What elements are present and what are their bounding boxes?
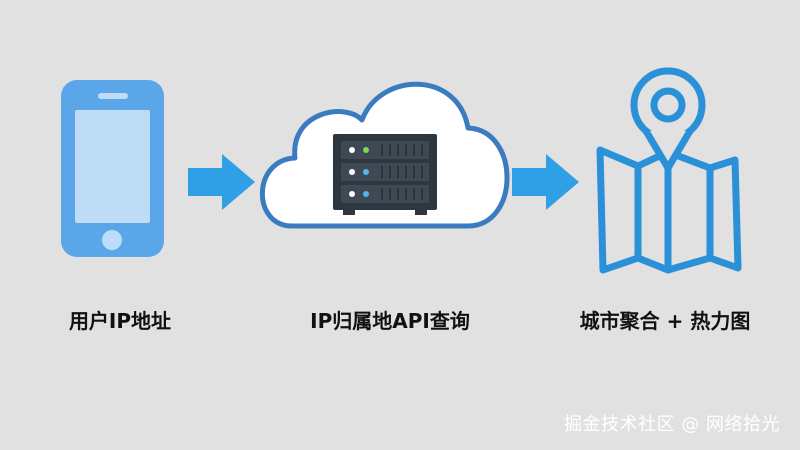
arrow-right-icon xyxy=(188,154,255,210)
server-rack-icon xyxy=(333,134,437,215)
arrow-right-icon xyxy=(512,154,579,210)
phone-icon xyxy=(61,80,164,257)
step-label-city-heatmap: 城市聚合 + 热力图 xyxy=(579,309,751,333)
watermark: 掘金技术社区 @ 网络拾光 xyxy=(564,414,780,435)
step-label-user-ip: 用户IP地址 xyxy=(68,309,172,333)
step-label-ip-api: IP归属地API查询 xyxy=(310,309,470,333)
cloud-server-icon xyxy=(259,81,510,229)
map-pin-icon xyxy=(596,67,742,274)
